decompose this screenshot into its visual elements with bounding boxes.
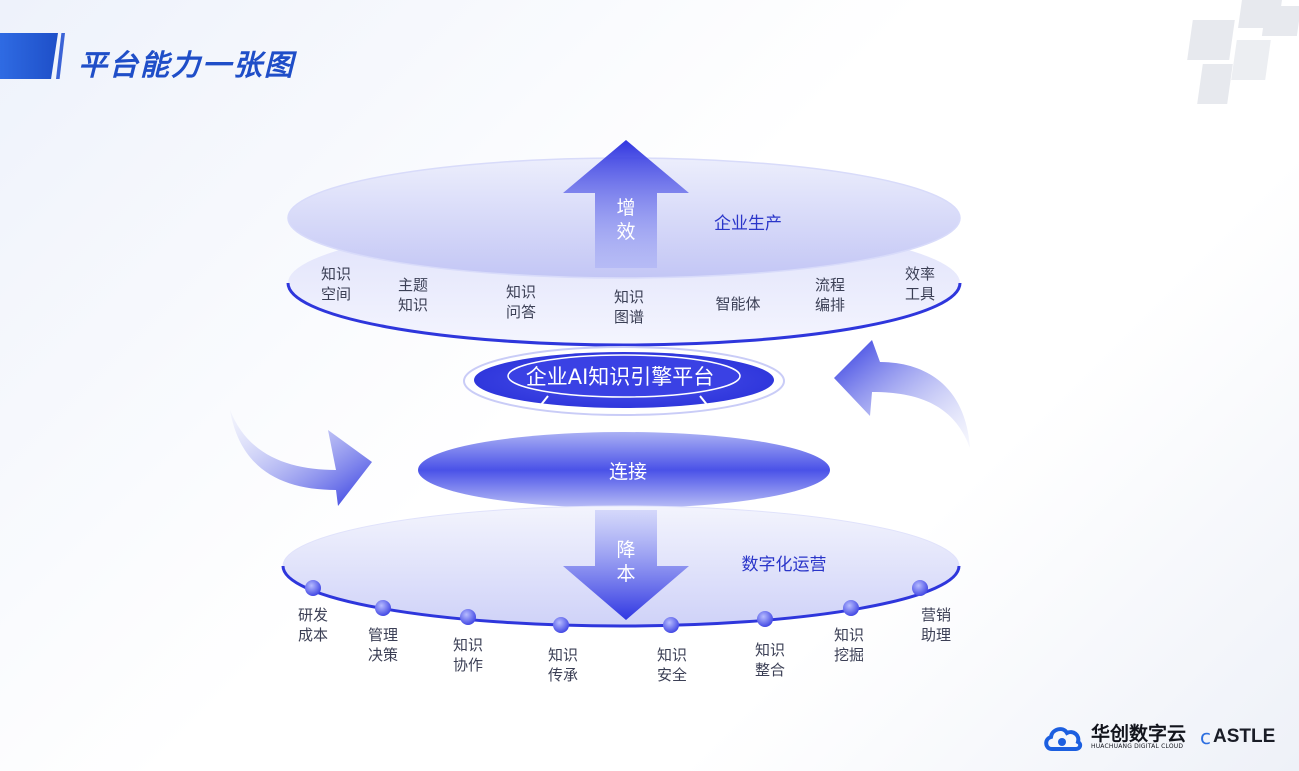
node-dot <box>305 580 321 596</box>
title-accent-stripe <box>56 33 65 79</box>
title-accent-bar <box>0 33 58 79</box>
connect-disc <box>418 432 830 508</box>
core-platform-label: 企业AI知识引擎平台 <box>526 365 715 389</box>
top-item: 知识空间 <box>321 265 351 303</box>
bottom-item: 管理决策 <box>368 626 398 664</box>
core-ring-tick <box>699 395 709 407</box>
node-dot <box>912 580 928 596</box>
core-inner <box>507 354 741 398</box>
bottom-layer-label: 数字化运营 <box>742 555 827 575</box>
bottom-item: 知识传承 <box>548 646 578 684</box>
node-dot <box>553 617 569 633</box>
bottom-item: 研发成本 <box>298 606 328 644</box>
left-curved-arrow <box>230 410 372 506</box>
node-dot <box>375 600 391 616</box>
astle-logo-icon: ᴄ <box>1200 725 1212 749</box>
bottom-item: 知识整合 <box>755 641 785 679</box>
node-dot <box>460 609 476 625</box>
top-layer-label: 企业生产 <box>714 214 782 234</box>
bottom-item: 知识安全 <box>657 646 687 684</box>
bottom-item: 知识协作 <box>453 636 483 674</box>
top-item: 效率工具 <box>905 265 935 303</box>
node-dot <box>843 600 859 616</box>
cloud-logo-icon <box>1044 727 1083 751</box>
connect-label: 连接 <box>609 461 647 483</box>
bottom-item: 知识挖掘 <box>834 626 864 664</box>
top-layer-items: 知识空间 主题知识 知识问答 知识图谱 智能体 流程编排 效率工具 <box>321 265 935 326</box>
right-curved-arrow <box>834 340 970 448</box>
top-item: 主题知识 <box>398 276 428 314</box>
arrow-up-char-2: 效 <box>616 221 635 243</box>
bottom-layer-nodes <box>305 580 928 633</box>
page-title: 平台能力一张图 <box>78 48 296 82</box>
node-dot <box>663 617 679 633</box>
top-item: 知识图谱 <box>614 288 644 326</box>
bottom-layer-items: 研发成本 管理决策 知识协作 知识传承 知识安全 知识整合 知识挖掘 营销助理 <box>298 606 951 684</box>
arrow-up-char-1: 增 <box>616 197 635 219</box>
reduce-cost-arrow <box>563 510 689 620</box>
node-dot <box>757 611 773 627</box>
brand-name: 华创数字云 <box>1091 722 1187 745</box>
brand-subtitle: HUACHUANG DIGITAL CLOUD <box>1091 742 1184 750</box>
top-item: 流程编排 <box>815 276 845 314</box>
brand-footer: 华创数字云 HUACHUANG DIGITAL CLOUD ᴄ ASTLE <box>1043 722 1275 752</box>
arrow-down-char-1: 降 <box>616 539 635 561</box>
arrow-down-char-2: 本 <box>616 563 635 585</box>
partner-name: ASTLE <box>1213 726 1276 747</box>
top-layer-rim <box>286 282 962 347</box>
core-ring-tick <box>539 395 549 407</box>
top-item: 知识问答 <box>506 283 536 321</box>
increase-efficiency-arrow <box>563 140 689 268</box>
brand-text: 华创数字云 HUACHUANG DIGITAL CLOUD <box>1091 722 1187 750</box>
top-item: 智能体 <box>715 295 760 313</box>
bottom-item: 营销助理 <box>921 606 951 644</box>
